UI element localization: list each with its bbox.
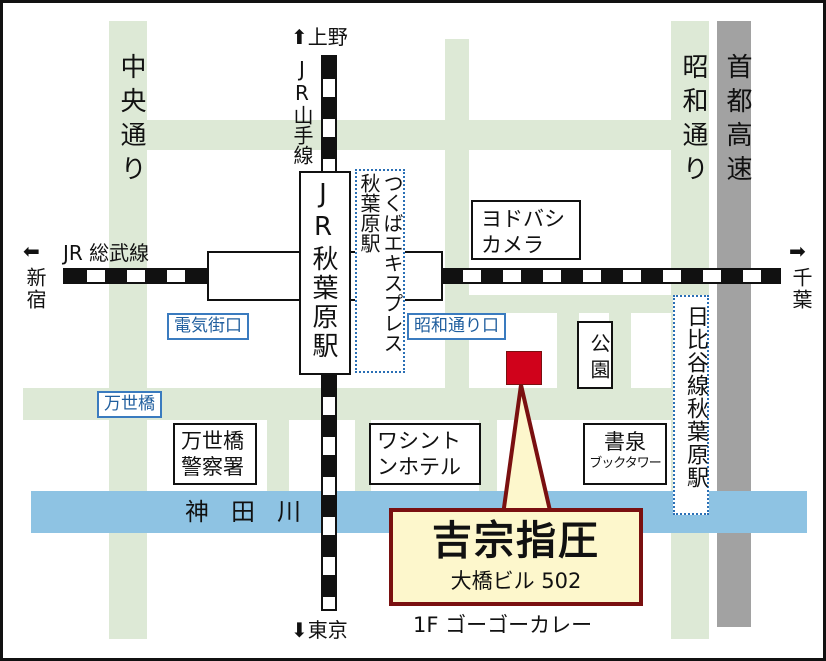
destination-marker[interactable] — [506, 351, 542, 385]
mansei-bashi-label: 万世橋 — [97, 391, 162, 418]
washington-label: ワシントンホテル — [377, 429, 461, 479]
street-h-2 — [445, 295, 685, 313]
park: 公園 — [577, 321, 613, 389]
yodobashi-label: ヨドバシカメラ — [481, 207, 565, 257]
washington-hotel: ワシントンホテル — [369, 423, 481, 485]
street-v-3 — [609, 303, 631, 393]
west-direction: ⬅ 新宿 — [23, 239, 47, 311]
destination-callout[interactable]: 吉宗指圧 大橋ビル 502 — [389, 508, 643, 606]
street-v-2 — [557, 303, 579, 393]
yodobashi-camera: ヨドバシカメラ — [471, 200, 581, 260]
street-v-6 — [267, 413, 289, 493]
west-label: 新宿 — [23, 267, 47, 311]
south-label: 東京 — [307, 618, 348, 642]
right-arrow-icon: ➡ — [789, 239, 806, 263]
yamanote-label: JR山手線 — [290, 57, 314, 165]
shosen-label: 書泉 — [604, 430, 646, 454]
destination-below-label: 1F ゴーゴーカレー — [413, 613, 593, 637]
destination-name: 吉宗指圧 — [432, 518, 600, 564]
down-arrow-icon: ⬇ — [291, 618, 308, 642]
shosen-book-tower: 書泉 ブックタワー — [583, 423, 667, 485]
hibiya-line-box — [673, 295, 709, 515]
akihabara-station-cover — [301, 253, 349, 299]
destination-building: 大橋ビル 502 — [450, 569, 582, 593]
mansei-police-station: 万世橋警察署 — [173, 423, 257, 485]
showa-dori-label: 昭和通り — [678, 53, 708, 189]
tsukuba-express-box — [355, 169, 405, 373]
street-v-5 — [479, 413, 497, 493]
callout-pointer-shape — [500, 384, 554, 517]
denkigai-exit: 電気街口 — [167, 313, 249, 340]
sobu-label: JR 総武線 — [63, 241, 150, 265]
shosen-sub-label: ブックタワー — [589, 456, 661, 471]
street-north — [109, 120, 709, 150]
hibiya-line-label: 日比谷線秋葉原駅 — [683, 305, 708, 489]
up-arrow-icon: ⬆ — [291, 25, 308, 49]
mansei-police-label: 万世橋警察署 — [181, 429, 244, 479]
east-direction: ➡ 千葉 — [789, 239, 813, 311]
akihabara-station-label: JR秋葉原駅 — [308, 179, 338, 361]
street-v-4 — [355, 413, 371, 493]
tsukuba-express-label: つくばエキスプレス秋葉原駅 — [357, 173, 404, 353]
kanda-river-label: 神田川 — [185, 498, 323, 526]
east-label: 千葉 — [789, 267, 813, 311]
chuo-dori-label: 中央通り — [116, 53, 146, 189]
north-direction: ⬆上野 — [291, 27, 348, 47]
showa-dori-exit: 昭和通り口 — [407, 313, 506, 340]
left-arrow-icon: ⬅ — [23, 239, 40, 263]
north-label: 上野 — [307, 25, 348, 49]
south-direction: ⬇東京 — [291, 620, 348, 640]
park-label: 公園 — [587, 333, 611, 385]
shuto-kosoku-label: 首都高速 — [722, 53, 752, 189]
